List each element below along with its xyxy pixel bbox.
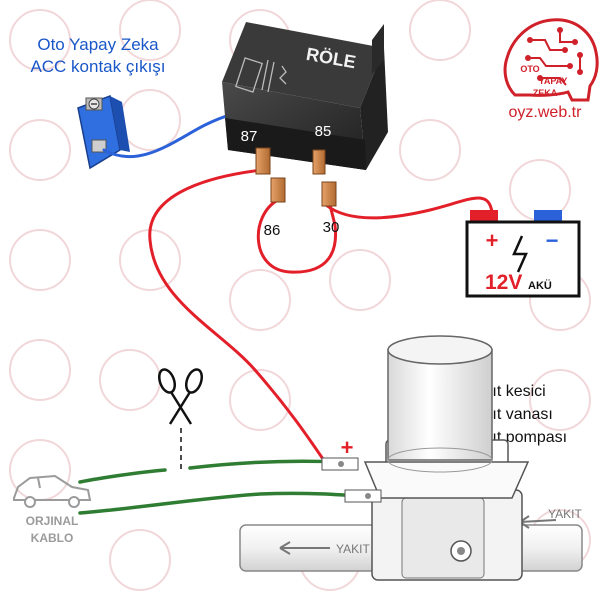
valve-plus: + bbox=[341, 435, 354, 460]
wire-green-bottom bbox=[78, 491, 374, 515]
relay-pin-87 bbox=[255, 147, 271, 175]
wire-86-loop bbox=[256, 198, 338, 274]
pipe-label-right: YAKIT bbox=[548, 507, 582, 521]
battery-minus: − bbox=[546, 228, 559, 253]
battery bbox=[465, 210, 581, 298]
pin-label-85: 85 bbox=[315, 123, 332, 140]
header-title-line1: Oto Yapay Zeka bbox=[37, 35, 159, 54]
pin-label-86: 86 bbox=[264, 222, 281, 239]
background-watermark bbox=[9, 0, 591, 591]
head-silhouette-icon bbox=[503, 18, 599, 102]
valve-terminal-bottom bbox=[344, 489, 382, 503]
pin-label-87: 87 bbox=[241, 128, 258, 145]
header-title-line2: ACC kontak çıkışı bbox=[30, 57, 165, 76]
acc-terminal-connector bbox=[77, 94, 130, 170]
car-icon bbox=[13, 474, 92, 508]
battery-unit: AKÜ bbox=[528, 279, 552, 292]
solenoid-valve bbox=[321, 335, 530, 581]
relay: RÖLE bbox=[222, 22, 388, 170]
logo-text-line3: ZEKA bbox=[533, 88, 558, 98]
pin-label-30: 30 bbox=[323, 219, 340, 236]
wire-battery-to-30 bbox=[324, 196, 494, 220]
scissors-icon bbox=[157, 368, 204, 425]
relay-pin-85 bbox=[312, 149, 326, 175]
relay-pins bbox=[255, 147, 337, 207]
relay-pin-86 bbox=[270, 177, 286, 203]
wire-87-to-valve bbox=[148, 168, 327, 464]
arrow-left-icon bbox=[279, 541, 330, 555]
logo-website: oyz.web.tr bbox=[509, 104, 583, 121]
lightning-icon bbox=[512, 235, 528, 273]
pipe-label-left: YAKIT bbox=[336, 542, 370, 556]
oyz-logo: OTO YAPAY ZEKA oyz.web.tr bbox=[503, 18, 599, 121]
logo-text-line2: YAPAY bbox=[539, 76, 568, 86]
relay-pin-30 bbox=[321, 181, 337, 207]
logo-text-line1: OTO bbox=[520, 64, 539, 74]
battery-voltage: 12V bbox=[485, 271, 522, 294]
wire-green-top-left bbox=[78, 468, 167, 484]
battery-plus: + bbox=[486, 228, 499, 253]
car-label-line2: KABLO bbox=[31, 531, 74, 545]
car-label-line1: ORJINAL bbox=[26, 514, 79, 528]
